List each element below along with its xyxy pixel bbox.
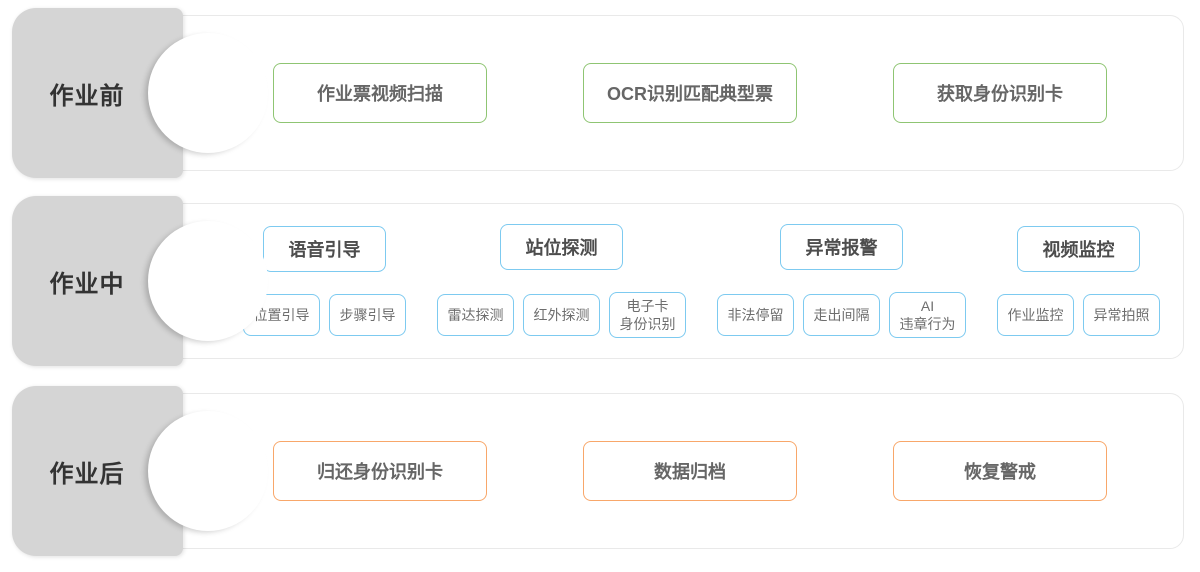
group-header-label: 异常报警 — [805, 237, 878, 258]
tab-notch — [148, 33, 268, 153]
node-return-id-card: 归还身份识别卡 — [273, 441, 487, 501]
sub-node-infrared-detection: 红外探测 — [523, 294, 600, 336]
group-voice-guidance: 语音引导 位置引导 步骤引导 — [243, 226, 406, 336]
sub-node-label-line: 违章行为 — [899, 316, 956, 332]
phase-pre-node-row: 作业票视频扫描 OCR识别匹配典型票 获取身份识别卡 — [151, 16, 1183, 170]
sub-node-label-line: AI — [920, 297, 935, 314]
sub-node-label-line: 异常拍照 — [1093, 306, 1150, 323]
sub-node-label-line: 电子卡 — [626, 297, 669, 314]
sub-node-label-line: 身份识别 — [619, 316, 676, 332]
sub-node-work-monitoring: 作业监控 — [997, 294, 1074, 336]
sub-row-anomaly-alarm: 非法停留 走出间隔 AI 违章行为 — [717, 291, 966, 339]
group-video-monitoring: 视频监控 作业监控 异常拍照 — [997, 226, 1160, 336]
node-ocr-match-typical-ticket: OCR识别匹配典型票 — [583, 63, 797, 123]
group-header-voice-guidance: 语音引导 — [263, 226, 386, 272]
tab-notch — [148, 221, 268, 341]
node-label: 归还身份识别卡 — [317, 462, 443, 482]
sub-row-position-detection: 雷达探测 红外探测 电子卡 身份识别 — [437, 291, 686, 339]
sub-node-label-line: 位置引导 — [253, 306, 310, 323]
group-header-anomaly-alarm: 异常报警 — [780, 223, 903, 270]
phase-band-during-work: 语音引导 位置引导 步骤引导 站位探测 雷达探测 — [0, 196, 1200, 366]
node-obtain-id-card: 获取身份识别卡 — [893, 63, 1107, 123]
sub-node-radar-detection: 雷达探测 — [437, 294, 514, 336]
sub-node-ai-violation-behavior: AI 违章行为 — [889, 291, 966, 339]
sub-node-illegal-stay: 非法停留 — [717, 294, 794, 336]
sub-node-step-guidance: 步骤引导 — [329, 294, 406, 336]
sub-node-anomaly-photo: 异常拍照 — [1083, 294, 1160, 336]
phase-label-post-work: 作业后 — [49, 460, 125, 488]
sub-node-label-line: 红外探测 — [533, 306, 590, 323]
node-restore-alert: 恢复警戒 — [893, 441, 1107, 501]
sub-node-label-line: 走出间隔 — [813, 306, 870, 323]
group-header-label: 站位探测 — [525, 237, 598, 258]
node-label: 恢复警戒 — [964, 462, 1036, 482]
node-work-ticket-video-scan: 作业票视频扫描 — [273, 63, 487, 123]
node-label: 获取身份识别卡 — [937, 84, 1063, 104]
sub-node-leave-interval: 走出间隔 — [803, 294, 880, 336]
sub-node-ecard-identity: 电子卡 身份识别 — [609, 291, 686, 339]
phase-tab-pre-work: 作业前 — [12, 8, 268, 178]
node-label: 数据归档 — [654, 462, 726, 482]
phase-tab-post-work: 作业后 — [12, 386, 268, 556]
group-anomaly-alarm: 异常报警 非法停留 走出间隔 AI 违章行为 — [717, 223, 966, 339]
phase-post-node-row: 归还身份识别卡 数据归档 恢复警戒 — [151, 394, 1183, 548]
sub-node-label-line: 作业监控 — [1007, 306, 1064, 323]
group-header-video-monitoring: 视频监控 — [1017, 226, 1140, 272]
node-label: OCR识别匹配典型票 — [607, 84, 773, 104]
node-data-archive: 数据归档 — [583, 441, 797, 501]
group-header-label: 语音引导 — [288, 240, 361, 260]
group-header-position-detection: 站位探测 — [500, 223, 623, 270]
sub-node-label-line: 步骤引导 — [339, 306, 396, 323]
phase-pre-panel: 作业票视频扫描 OCR识别匹配典型票 获取身份识别卡 — [150, 15, 1184, 171]
sub-node-label-line: 雷达探测 — [447, 306, 504, 323]
sub-row-voice-guidance: 位置引导 步骤引导 — [243, 294, 406, 336]
sub-row-video-monitoring: 作业监控 异常拍照 — [997, 294, 1160, 336]
group-header-label: 视频监控 — [1042, 240, 1115, 260]
node-label: 作业票视频扫描 — [317, 84, 443, 104]
tab-notch — [148, 411, 268, 531]
phase-post-panel: 归还身份识别卡 数据归档 恢复警戒 — [150, 393, 1184, 549]
phase-label-during-work: 作业中 — [49, 270, 125, 298]
phase-band-pre-work: 作业票视频扫描 OCR识别匹配典型票 获取身份识别卡 作业前 — [0, 8, 1200, 178]
sub-node-label-line: 非法停留 — [727, 306, 784, 323]
group-position-detection: 站位探测 雷达探测 红外探测 电子卡 身份识别 — [437, 223, 686, 339]
phase-during-groups: 语音引导 位置引导 步骤引导 站位探测 雷达探测 — [151, 204, 1183, 358]
phase-label-pre-work: 作业前 — [49, 82, 125, 110]
phase-band-post-work: 归还身份识别卡 数据归档 恢复警戒 作业后 — [0, 386, 1200, 556]
phase-during-panel: 语音引导 位置引导 步骤引导 站位探测 雷达探测 — [150, 203, 1184, 359]
phase-tab-during-work: 作业中 — [12, 196, 268, 366]
